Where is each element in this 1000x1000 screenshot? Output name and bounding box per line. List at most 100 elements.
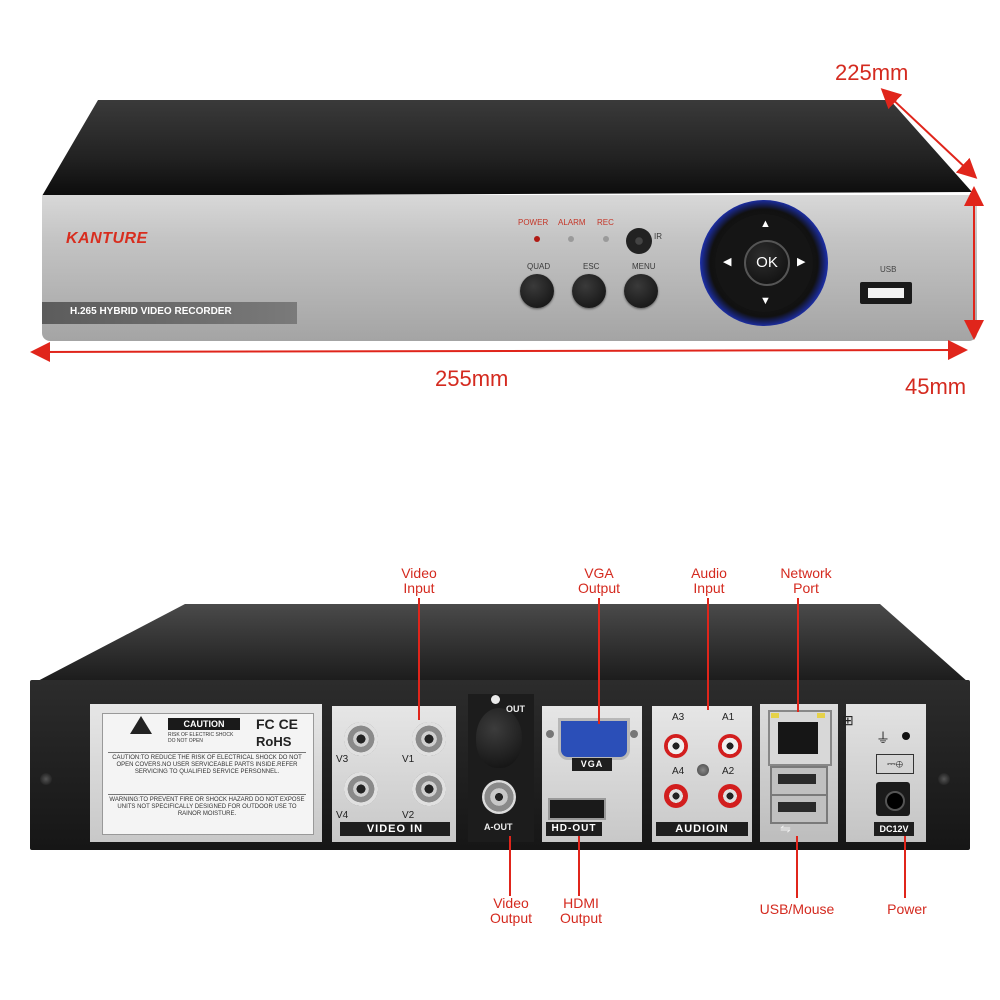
caution-subtitle: RISK OF ELECTRIC SHOCK DO NOT OPEN: [168, 732, 234, 744]
network-symbol-icon: ⊞: [842, 712, 854, 728]
power-indicator-icon: [902, 732, 910, 740]
ground-screw-icon: [697, 764, 709, 776]
ir-sensor-icon: [626, 228, 652, 254]
a-out-label: A-OUT: [484, 822, 513, 832]
callout-video-input-line2: Input: [403, 580, 435, 596]
led-label-alarm: ALARM: [558, 218, 586, 227]
power-leader: [904, 836, 906, 898]
callout-power: Power: [887, 901, 927, 917]
rec-led: [603, 236, 609, 242]
bnc-v3-port[interactable]: [344, 722, 378, 756]
vga-port[interactable]: [558, 718, 630, 760]
front-lid: [42, 100, 972, 196]
quad-button[interactable]: [520, 274, 554, 308]
audio-a1-port[interactable]: [718, 734, 742, 758]
menu-button[interactable]: [624, 274, 658, 308]
fc-mark: FC: [256, 716, 275, 732]
callout-video-output-line1: Video: [493, 895, 529, 911]
polarity-icon: ⎓⊕: [876, 754, 914, 774]
vga-label: VGA: [572, 758, 612, 771]
led-label-rec: REC: [597, 218, 614, 227]
ethernet-led-left: [771, 713, 779, 718]
video-output-leader: [509, 836, 511, 896]
usb-mouse-leader: [796, 836, 798, 898]
video-in-label: VIDEO IN: [340, 822, 450, 836]
v1-label: V1: [402, 754, 415, 765]
caution-title: CAUTION: [168, 718, 240, 730]
esc-label: ESC: [583, 262, 600, 271]
esc-button[interactable]: [572, 274, 606, 308]
back-lid: [32, 604, 968, 684]
a1-label: A1: [722, 712, 735, 723]
ethernet-led-right: [817, 713, 825, 718]
a4-label: A4: [672, 766, 685, 777]
video-input-leader: [418, 598, 420, 720]
audio-in-label: AUDIOIN: [656, 822, 748, 836]
callout-hdmi-output-line2: Output: [559, 910, 603, 926]
brand-logo: KANTURE: [66, 230, 148, 247]
ok-button[interactable]: OK: [744, 240, 790, 286]
vga-output-leader: [598, 598, 600, 724]
a3-label: A3: [672, 712, 685, 723]
warning-text: WARNING:TO PREVENT FIRE OR SHOCK HAZARD …: [108, 794, 306, 818]
callout-vga-output-line1: VGA: [584, 565, 614, 581]
ethernet-port-inner: [778, 722, 818, 754]
vga-screw-right-icon: [630, 730, 638, 738]
depth-dimension: 225mm: [835, 60, 909, 85]
callout-audio-input-line1: Audio: [691, 565, 727, 581]
callout-video-input: Video Input: [388, 566, 450, 596]
audio-out-port[interactable]: [482, 780, 516, 814]
callout-audio-input-line2: Input: [693, 580, 725, 596]
callout-video-output-line2: Output: [489, 910, 533, 926]
right-arrow-icon[interactable]: ▶: [797, 256, 806, 268]
subtitle-bar: [42, 302, 297, 324]
front-usb-port-inner: [868, 288, 904, 298]
fc-ce-marks: FC CE: [256, 716, 298, 732]
alarm-led: [568, 236, 574, 242]
usb-symbol-icon: ⇋: [780, 821, 791, 836]
down-arrow-icon[interactable]: ▼: [760, 295, 771, 307]
rohs-mark: RoHS: [256, 734, 292, 749]
callout-hdmi-output-line1: HDMI: [563, 895, 599, 911]
callout-network-port: Network Port: [766, 566, 846, 596]
video-out-port[interactable]: [476, 708, 522, 768]
up-arrow-icon[interactable]: ▲: [760, 218, 771, 230]
audio-a4-port[interactable]: [664, 784, 688, 808]
left-screw-icon: [40, 773, 52, 785]
callout-video-input-line1: Video: [401, 565, 437, 581]
network-port-leader: [797, 598, 799, 712]
bnc-v4-port[interactable]: [344, 772, 378, 806]
callout-audio-input: Audio Input: [676, 566, 742, 596]
audio-a3-port[interactable]: [664, 734, 688, 758]
v2-label: V2: [402, 810, 415, 821]
hdmi-port[interactable]: [548, 798, 606, 820]
out-label: OUT: [506, 704, 525, 714]
hd-out-label: HD-OUT: [546, 822, 602, 836]
rear-usb-port-2-inner: [778, 802, 816, 812]
callout-network-port-line2: Port: [793, 580, 819, 596]
callout-video-output: Video Output: [478, 896, 544, 926]
out-indicator: [491, 695, 500, 704]
hdmi-output-leader: [578, 836, 580, 896]
quad-label: QUAD: [527, 262, 551, 271]
callout-network-port-line1: Network: [780, 565, 832, 581]
left-arrow-icon[interactable]: ◀: [723, 256, 732, 268]
power-led: [534, 236, 540, 242]
product-subtitle: H.265 HYBRID VIDEO RECORDER: [70, 306, 232, 317]
height-dimension: 45mm: [905, 374, 967, 399]
callout-vga-output: VGA Output: [566, 566, 632, 596]
v3-label: V3: [336, 754, 349, 765]
a2-label: A2: [722, 766, 735, 777]
width-dimension: 255mm: [435, 366, 509, 391]
menu-label: MENU: [632, 262, 656, 271]
ground-symbol-icon: ⏚: [876, 730, 890, 746]
ce-mark: CE: [278, 716, 299, 732]
bnc-v2-port[interactable]: [412, 772, 446, 806]
bnc-v1-port[interactable]: [412, 722, 446, 756]
led-label-power: POWER: [518, 218, 549, 227]
dc12v-label: DC12V: [874, 822, 914, 836]
audio-a2-port[interactable]: [718, 784, 742, 808]
audio-input-leader: [707, 598, 709, 710]
v4-label: V4: [336, 810, 349, 821]
callout-usb-mouse: USB/Mouse: [759, 901, 835, 917]
